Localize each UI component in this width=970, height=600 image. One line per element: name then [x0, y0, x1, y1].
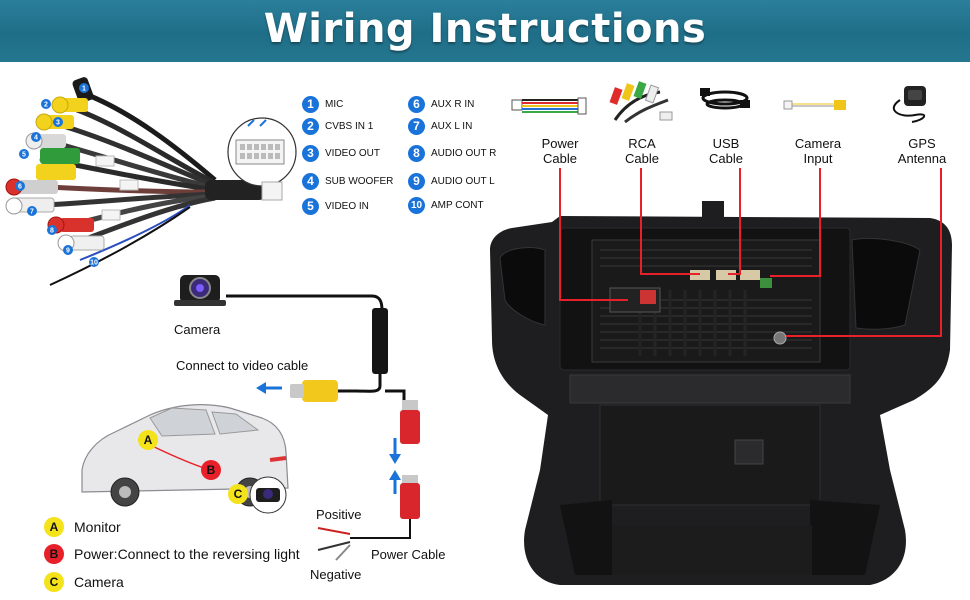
key-label: Monitor: [74, 519, 121, 535]
svg-text:3: 3: [56, 120, 60, 127]
legend-number-badge: 9: [408, 172, 425, 190]
accessory-label-line: Cable: [709, 151, 743, 166]
legend-label: AMP CONT: [431, 199, 484, 211]
svg-text:6: 6: [18, 184, 22, 191]
legend-number-badge: 10: [408, 196, 425, 214]
accessory-label-line: RCA: [628, 136, 656, 151]
accessory-label-line: Input: [803, 151, 833, 166]
page-title: Wiring Instructions: [263, 6, 707, 52]
legend-item-audio-out-l: 9 AUDIO OUT L: [408, 171, 495, 191]
harness-illustration: 1 2 3 4 5 6 7 8 9 10: [5, 77, 297, 286]
accessory-label-power-cable: Power Cable: [520, 136, 600, 166]
car-illustration: A B C: [81, 404, 289, 514]
positive-label: Positive: [316, 507, 362, 522]
accessory-label-usb-cable: USB Cable: [686, 136, 766, 166]
camera-wiring: [174, 275, 420, 561]
legend-number-badge: 6: [408, 95, 425, 113]
usb-cable-icon: [700, 88, 750, 110]
legend-number-badge: 8: [408, 144, 425, 162]
legend-label: VIDEO OUT: [325, 147, 381, 159]
power-cable-icon: [511, 97, 587, 115]
legend-item-video-in: 5 VIDEO IN: [302, 196, 369, 216]
legend-item-sub-woofer: 4 SUB WOOFER: [302, 171, 393, 191]
legend-label: AUDIO OUT R: [431, 147, 497, 159]
svg-text:5: 5: [22, 152, 26, 159]
legend-label: AUDIO OUT L: [431, 175, 495, 187]
svg-text:8: 8: [50, 228, 54, 235]
key-label: Power:Connect to the reversing light: [74, 546, 300, 562]
legend-number-badge: 2: [302, 117, 319, 135]
key-marker: A: [44, 517, 64, 537]
key-label: Camera: [74, 574, 124, 590]
connect-video-label: Connect to video cable: [176, 358, 309, 373]
camera-input-icon: [783, 100, 846, 110]
key-item-power: B Power:Connect to the reversing light: [44, 543, 300, 565]
accessory-label-rca-cable: RCA Cable: [602, 136, 682, 166]
legend-label: AUX R IN: [431, 98, 475, 110]
title-banner: Wiring Instructions: [0, 0, 970, 62]
legend-label: MIC: [325, 98, 344, 110]
svg-text:4: 4: [34, 135, 38, 142]
power-cable-label: Power Cable: [371, 547, 446, 562]
head-unit-frame: [490, 201, 952, 585]
gps-antenna-icon: [892, 86, 926, 123]
car-marker-c: C: [234, 487, 243, 501]
legend-label: VIDEO IN: [325, 200, 369, 212]
legend-item-amp-cont: 10 AMP CONT: [408, 195, 484, 215]
accessory-label-gps-antenna: GPS Antenna: [880, 136, 964, 166]
negative-label: Negative: [310, 567, 362, 582]
accessory-label-line: GPS: [908, 136, 936, 151]
camera-label: Camera: [174, 322, 221, 337]
legend-number-badge: 4: [302, 172, 319, 190]
legend-item-aux-r-in: 6 AUX R IN: [408, 94, 474, 114]
legend-number-badge: 5: [302, 197, 319, 215]
legend-item-audio-out-r: 8 AUDIO OUT R: [408, 143, 496, 163]
key-marker: B: [44, 544, 64, 564]
legend-label: AUX L IN: [431, 120, 473, 132]
rca-cable-icon: [609, 81, 673, 124]
car-marker-a: A: [144, 433, 153, 447]
legend-number-badge: 7: [408, 117, 425, 135]
legend-number-badge: 3: [302, 144, 319, 162]
legend-item-video-out: 3 VIDEO OUT: [302, 143, 380, 163]
key-item-monitor: A Monitor: [44, 516, 121, 538]
legend-label: CVBS IN 1: [325, 120, 374, 132]
key-item-camera: C Camera: [44, 571, 124, 593]
car-marker-b: B: [207, 463, 216, 477]
accessory-label-line: USB: [712, 136, 740, 151]
svg-text:1: 1: [82, 86, 86, 93]
svg-text:10: 10: [90, 260, 98, 267]
legend-item-cvbs-in-1: 2 CVBS IN 1: [302, 116, 373, 136]
accessory-label-line: Power: [541, 136, 579, 151]
svg-text:9: 9: [66, 248, 70, 255]
accessory-label-line: Antenna: [897, 151, 947, 166]
legend-label: SUB WOOFER: [325, 175, 394, 187]
legend-number-badge: 1: [302, 95, 319, 113]
svg-text:7: 7: [30, 209, 34, 216]
callout-lines: [559, 168, 942, 337]
key-marker: C: [44, 572, 64, 592]
legend-item-aux-l-in: 7 AUX L IN: [408, 116, 472, 136]
accessory-label-line: Cable: [625, 151, 659, 166]
legend-item-mic: 1 MIC: [302, 94, 343, 114]
accessory-label-camera-input: Camera Input: [778, 136, 858, 166]
svg-text:2: 2: [44, 102, 48, 109]
accessory-label-line: Cable: [543, 151, 577, 166]
accessory-label-line: Camera: [794, 136, 842, 151]
